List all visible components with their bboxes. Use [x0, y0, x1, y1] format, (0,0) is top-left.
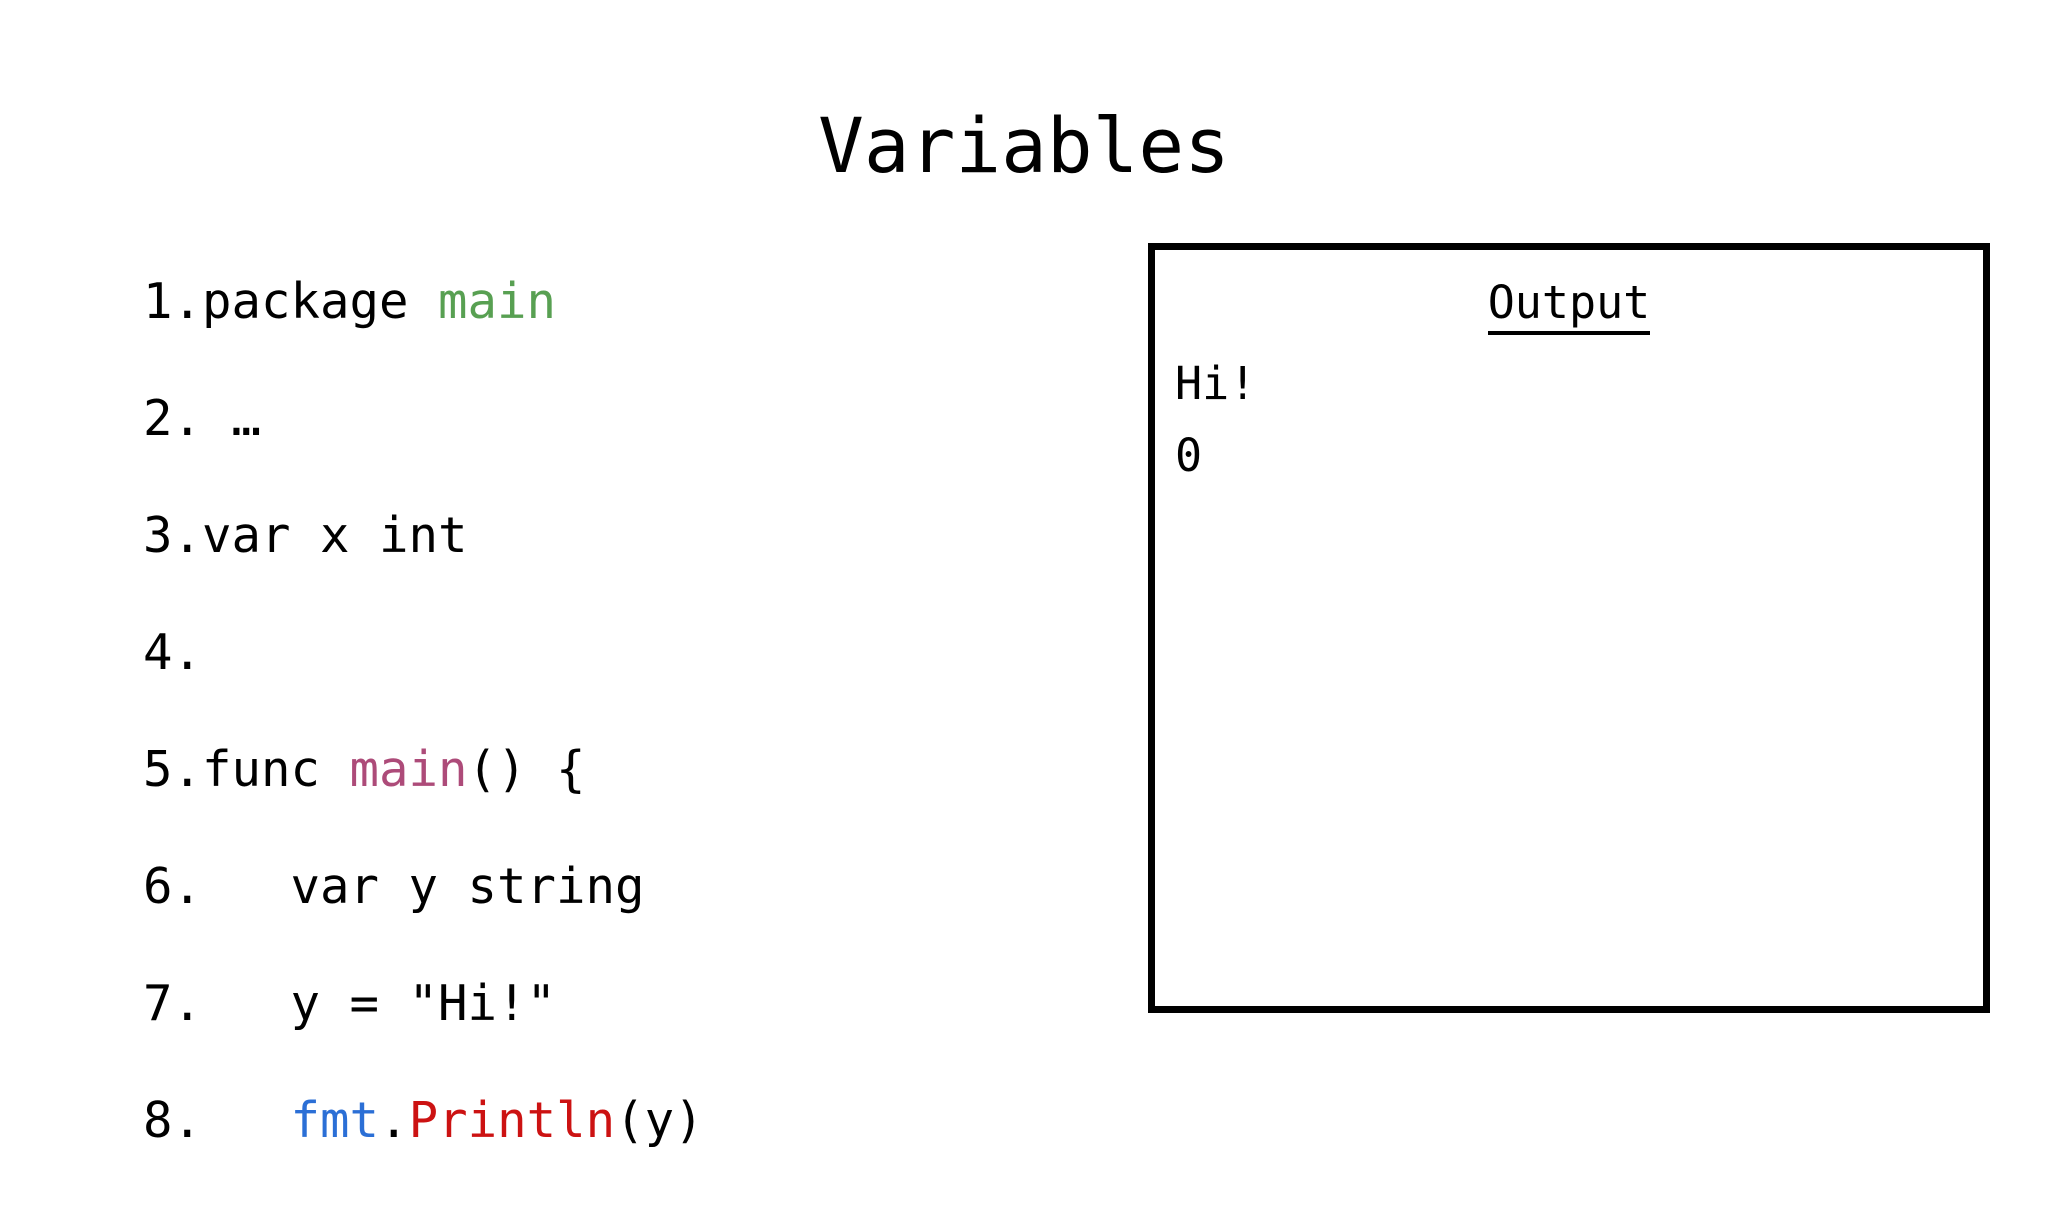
code-token-package-ref: fmt [290, 1092, 380, 1149]
code-token-func-name: main [349, 741, 468, 798]
code-line: 5.func main() { [143, 740, 1043, 857]
code-token-plain: . [379, 1092, 409, 1149]
output-panel: Output Hi! 0 [1148, 243, 1990, 1013]
code-token-plain: package [202, 273, 439, 330]
code-token-plain: … [202, 390, 262, 447]
page-title: Variables [818, 101, 1230, 190]
code-token-plain: func [202, 741, 350, 798]
code-line: 4. [143, 623, 1043, 740]
code-line: 1.package main [143, 272, 1043, 389]
code-line-number: 5. [143, 741, 203, 798]
code-token-package-name: main [438, 273, 557, 330]
code-line-number: 1. [143, 273, 203, 330]
code-token-plain: y = "Hi!" [202, 975, 557, 1032]
code-token-plain: var x int [202, 507, 468, 564]
code-line-number: 6. [143, 858, 203, 915]
code-line: 3.var x int [143, 506, 1043, 623]
code-line-number: 2. [143, 390, 203, 447]
code-line-number: 3. [143, 507, 203, 564]
output-panel-title: Output [1155, 276, 1983, 335]
code-line-number: 4. [143, 624, 203, 681]
output-panel-lines: Hi! 0 [1175, 348, 1971, 492]
code-line-number: 7. [143, 975, 203, 1032]
output-line: Hi! [1175, 357, 1257, 410]
output-panel-title-text: Output [1487, 276, 1651, 335]
code-line-number: 8. [143, 1092, 203, 1149]
code-token-plain: (y) [615, 1092, 704, 1149]
code-line: 2. … [143, 389, 1043, 506]
code-line: 8. fmt.Println(y) [143, 1091, 1043, 1208]
code-token-function-call: Println [408, 1092, 616, 1149]
code-line: 6. var y string [143, 857, 1043, 974]
code-token-plain: var y string [202, 858, 645, 915]
code-line: 7. y = "Hi!" [143, 974, 1043, 1091]
code-token-plain: () { [467, 741, 586, 798]
code-token-plain [202, 1092, 291, 1149]
output-line: 0 [1175, 429, 1203, 482]
